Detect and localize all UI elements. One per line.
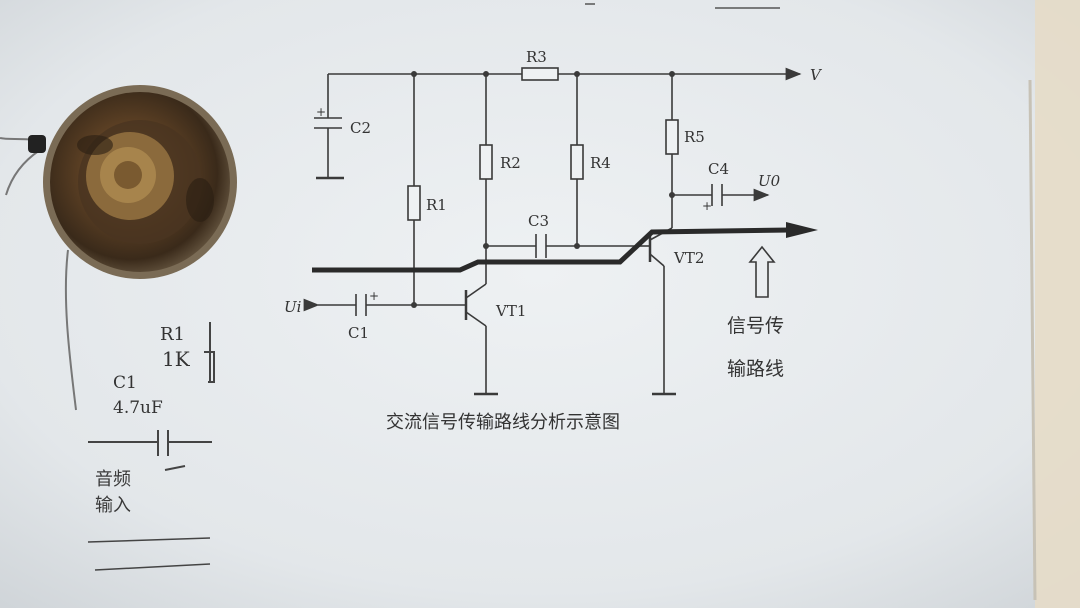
paper-fold-line: [1028, 79, 1037, 601]
label-input-signal: Ui: [284, 298, 302, 316]
hand-line-2: [94, 563, 211, 571]
label-r2: R2: [500, 154, 521, 172]
label-c1: C1: [348, 324, 369, 342]
wire-clip: [28, 135, 46, 153]
speaker-icon: [43, 85, 237, 279]
signal-path-line: [312, 227, 791, 273]
label-c2: C2: [350, 119, 371, 137]
hand-audio-input-line1: 音频: [95, 469, 131, 490]
label-r4: R4: [590, 154, 611, 172]
hand-c1-name: C1: [113, 373, 137, 393]
label-c4: C4: [708, 160, 729, 178]
label-r3: R3: [526, 48, 547, 66]
label-path-note-line2: 输路线: [727, 358, 784, 380]
hand-r1-name: R1: [160, 324, 185, 345]
hand-r1-value: 1K: [162, 347, 191, 371]
label-output-signal: U0: [758, 172, 781, 190]
diagram-caption: 交流信号传输路线分析示意图: [386, 412, 620, 433]
resistor-r2: [479, 144, 493, 180]
resistor-r3: [521, 67, 559, 81]
hand-capacitor-symbol: [88, 430, 212, 471]
resistor-r1: [407, 185, 421, 221]
c4-plus: +: [702, 199, 712, 213]
label-vt2: VT2: [673, 249, 704, 267]
signal-path-pointer-icon: [748, 245, 776, 298]
label-supply: V: [810, 66, 823, 84]
hand-resistor-bracket: [204, 322, 215, 383]
resistor-r5: [665, 119, 679, 155]
label-vt1: VT1: [495, 302, 526, 320]
label-c3: C3: [528, 212, 549, 230]
resistor-r4: [570, 144, 584, 180]
hand-c1-value: 4.7uF: [113, 398, 163, 418]
signal-path-arrowhead: [786, 222, 818, 238]
label-r1: R1: [426, 196, 447, 214]
right-edge-shadow: [1035, 0, 1080, 608]
c2-plus: +: [316, 105, 326, 119]
hand-audio-input-line2: 输入: [95, 495, 131, 516]
label-path-note-line1: 信号传: [727, 315, 784, 337]
c1-plus: +: [369, 289, 379, 303]
hand-line-1: [87, 537, 211, 543]
label-r5: R5: [684, 128, 705, 146]
junction-dots: [411, 71, 675, 308]
